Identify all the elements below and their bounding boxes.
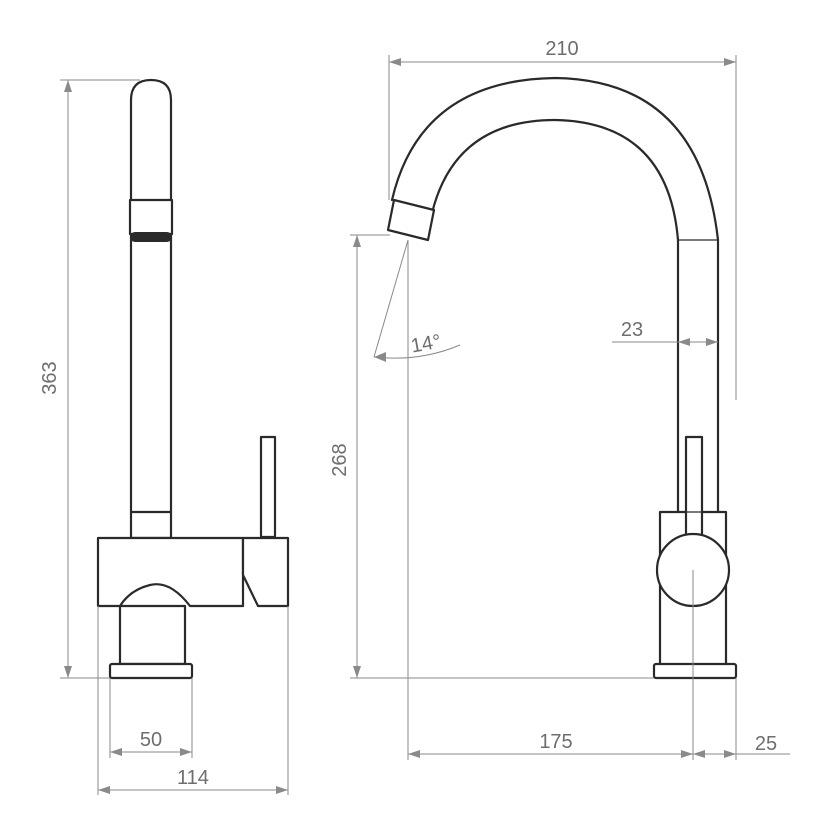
front-view-spout-outer [390,76,720,514]
side-view-shank [118,604,187,666]
dim-23-arrow-left [678,338,690,346]
dim-50-arrow-left [110,748,122,756]
dim-23-label: 23 [621,319,643,341]
side-view-collar [129,510,173,540]
dim-114-label: 114 [177,767,209,789]
front-view [386,76,738,680]
side-view-spout-pipe [129,78,173,514]
dim-25-arrow-left [693,750,705,758]
dim-175-arrow-left [408,750,420,758]
dim-268-arrow-top [353,235,361,247]
dim-114-arrow-right [276,786,288,794]
dim-210-arrow-left [389,58,401,66]
front-view-base-plate [652,662,738,680]
front-view-outlet [386,198,436,242]
side-view [96,78,290,680]
dim-angle-slanted [373,239,409,358]
side-view-cartridge [241,536,290,608]
front-view-spout-inner [430,118,680,514]
side-view-aerator-mesh [130,232,172,242]
dim-210-arrow-right [724,58,736,66]
dim-363-label: 363 [39,361,61,394]
dim-114-arrow-left [98,786,110,794]
dim-268-arrow-bottom [353,666,361,678]
dim-175-label: 175 [539,731,572,753]
front-view-lever [684,435,704,549]
dim-23-arrow-right [706,338,718,346]
side-view-body [96,536,245,608]
dim-angle-label: 14° [409,331,443,358]
dim-25-label: 25 [755,733,777,755]
side-view-cartridge-line [242,574,259,607]
dim-210-label: 210 [545,38,578,60]
dim-25-arrow-right [724,750,736,758]
side-view-lever [259,435,277,539]
dim-50-label: 50 [140,729,162,751]
dim-angle-arrow [374,352,386,362]
dim-363-arrow-bottom [64,666,72,678]
dim-268-label: 268 [329,443,351,476]
side-view-aerator [128,198,174,236]
dimension-lines: 363 210 268 14° 23 50 [39,38,790,795]
dim-50-arrow-right [180,748,192,756]
dim-175-arrow-right [681,750,693,758]
dim-363-arrow-top [64,80,72,92]
side-view-base-plate [108,662,194,680]
